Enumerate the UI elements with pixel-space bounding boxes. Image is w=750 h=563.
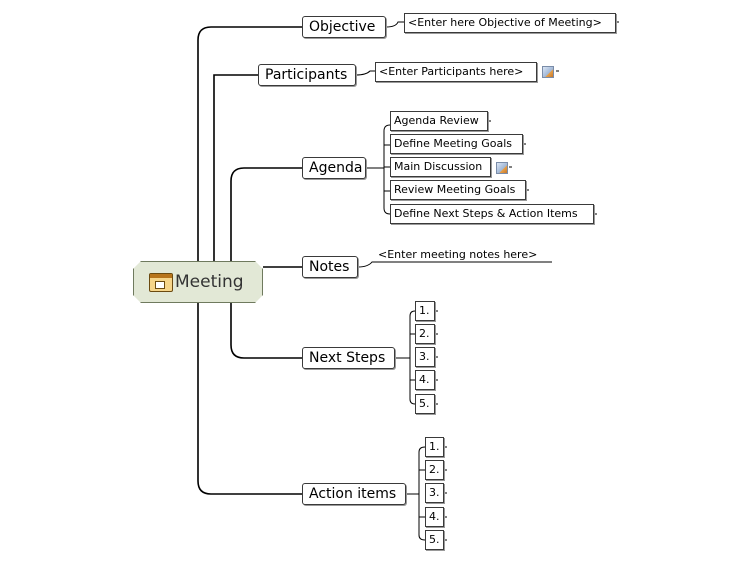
action-item[interactable]: 2.: [425, 460, 444, 480]
agenda-item-label: Define Next Steps & Action Items: [394, 207, 578, 220]
next-step-item[interactable]: 5.: [415, 394, 435, 414]
attachment-icon[interactable]: [496, 162, 508, 174]
next-step-item[interactable]: 3.: [415, 347, 435, 367]
agenda-item-label: Define Meeting Goals: [394, 137, 513, 150]
topic-objective[interactable]: Objective: [302, 16, 386, 38]
agenda-item-define-meeting-goals[interactable]: Define Meeting Goals: [390, 134, 523, 154]
agenda-item-define-next-steps[interactable]: Define Next Steps & Action Items: [390, 204, 594, 224]
action-item[interactable]: 3.: [425, 483, 444, 503]
objective-placeholder[interactable]: <Enter here Objective of Meeting>: [404, 13, 616, 33]
next-step-item[interactable]: 1.: [415, 301, 435, 321]
next-step-item-label: 5.: [419, 397, 430, 410]
agenda-item-label: Review Meeting Goals: [394, 183, 516, 196]
objective-placeholder-text: <Enter here Objective of Meeting>: [408, 16, 602, 29]
agenda-item-agenda-review[interactable]: Agenda Review: [390, 111, 488, 131]
central-topic-title: Meeting: [175, 272, 244, 292]
topic-action-items[interactable]: Action items: [302, 483, 406, 505]
next-step-item[interactable]: 4.: [415, 370, 435, 390]
agenda-item-label: Main Discussion: [394, 160, 483, 173]
topic-agenda-label: Agenda: [309, 160, 363, 176]
calendar-icon: [149, 272, 173, 292]
next-step-item-label: 2.: [419, 327, 430, 340]
action-item-label: 1.: [429, 440, 440, 453]
topic-objective-label: Objective: [309, 19, 376, 35]
topic-next-steps-label: Next Steps: [309, 350, 386, 366]
next-step-item-label: 4.: [419, 373, 430, 386]
participants-placeholder[interactable]: <Enter Participants here>: [375, 62, 537, 82]
next-step-item-label: 3.: [419, 350, 430, 363]
notes-placeholder-text: <Enter meeting notes here>: [378, 248, 538, 261]
topic-participants-label: Participants: [265, 67, 348, 83]
action-item-label: 5.: [429, 533, 440, 546]
action-item-label: 2.: [429, 463, 440, 476]
next-step-item-label: 1.: [419, 304, 430, 317]
action-item[interactable]: 5.: [425, 530, 444, 550]
topic-participants[interactable]: Participants: [258, 64, 356, 86]
central-topic[interactable]: Meeting: [133, 261, 263, 303]
agenda-item-label: Agenda Review: [394, 114, 479, 127]
action-item[interactable]: 1.: [425, 437, 444, 457]
topic-next-steps[interactable]: Next Steps: [302, 347, 395, 369]
agenda-item-main-discussion[interactable]: Main Discussion: [390, 157, 491, 177]
action-item-label: 3.: [429, 486, 440, 499]
topic-notes-label: Notes: [309, 259, 350, 275]
topic-agenda[interactable]: Agenda: [302, 157, 366, 179]
attachment-icon[interactable]: [542, 66, 554, 78]
topic-action-items-label: Action items: [309, 486, 397, 502]
action-item-label: 4.: [429, 510, 440, 523]
notes-placeholder[interactable]: <Enter meeting notes here>: [378, 248, 537, 262]
agenda-item-review-meeting-goals[interactable]: Review Meeting Goals: [390, 180, 526, 200]
topic-notes[interactable]: Notes: [302, 256, 358, 278]
action-item[interactable]: 4.: [425, 507, 444, 527]
participants-placeholder-text: <Enter Participants here>: [379, 65, 524, 78]
next-step-item[interactable]: 2.: [415, 324, 435, 344]
